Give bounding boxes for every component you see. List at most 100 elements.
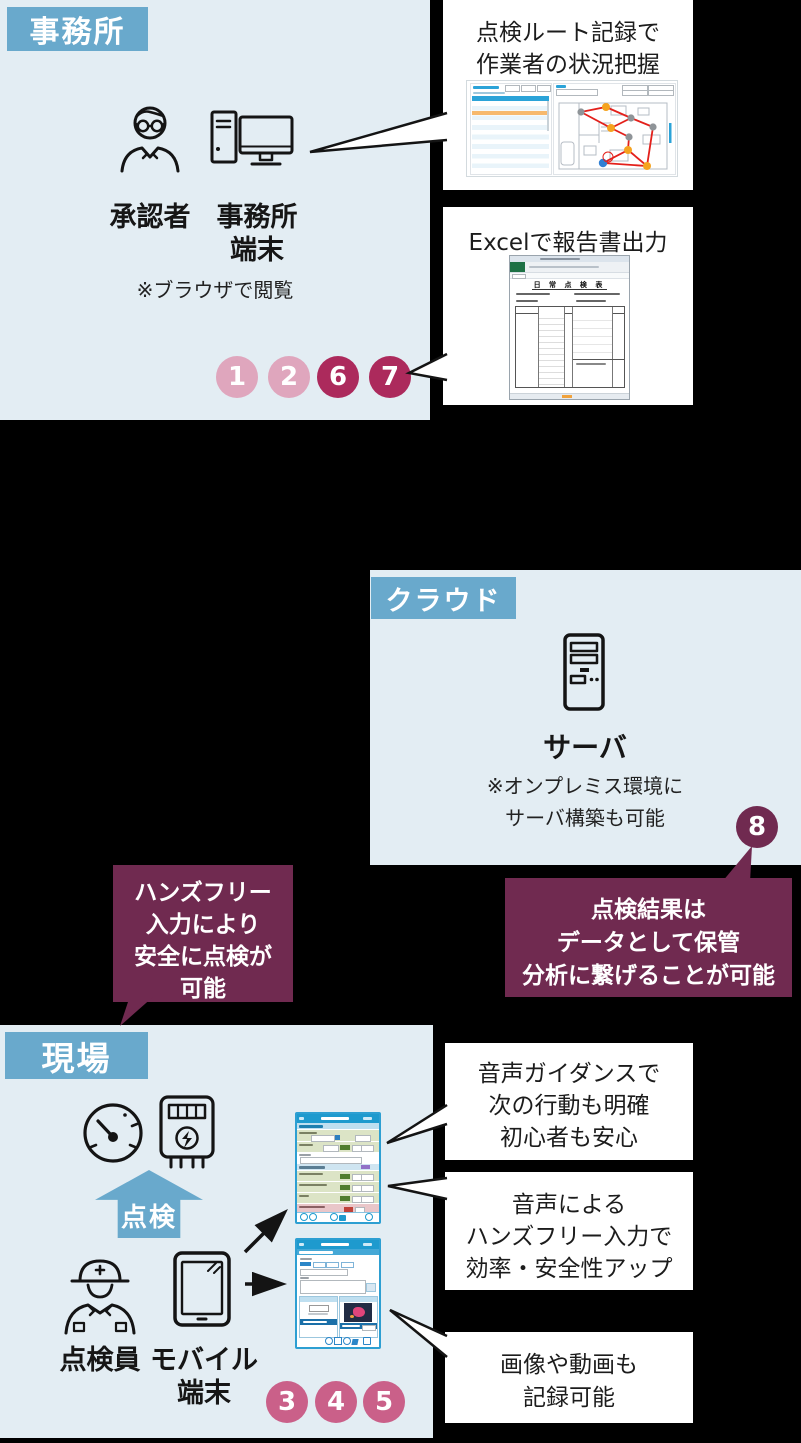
toolbar-button	[521, 85, 536, 92]
ribbon-tabs-text	[529, 266, 599, 268]
audio-panel	[299, 1296, 338, 1338]
note-line	[576, 363, 606, 365]
route-app-screenshot	[466, 80, 678, 177]
section-header-text	[299, 1166, 325, 1169]
guidance-callout-box: 音声ガイダンスで 次の行動も明確 初心者も安心	[445, 1043, 693, 1160]
sheet-info-line	[516, 300, 538, 302]
pencil-icon	[351, 1339, 359, 1345]
voice-line3: 効率・安全性アップ	[465, 1256, 673, 1282]
section-header-row	[297, 1164, 379, 1170]
data-line3: 分析に繋げることが可能	[522, 963, 775, 989]
check-row	[297, 1171, 379, 1181]
inspect-arrow-label: 点検	[120, 1203, 177, 1233]
excel-title-text	[540, 258, 580, 260]
chip	[326, 1262, 339, 1268]
cloud-note-line2: サーバ構築も可能	[505, 806, 665, 830]
table-head	[516, 307, 624, 314]
text-input	[300, 1269, 348, 1276]
step-badge-1: 1	[216, 356, 258, 398]
col-line	[572, 307, 573, 387]
handsfree-line4: 可能	[180, 976, 226, 1002]
route-table	[472, 96, 549, 173]
mobile-app-screenshot-media	[295, 1238, 381, 1349]
handsfree-callout: ハンズフリー 入力により 安全に点検が 可能	[113, 865, 293, 1002]
toolbar-icon	[365, 1212, 373, 1221]
unit-chip	[335, 1134, 340, 1140]
voice-input-callout-box: 音声による ハンズフリー入力で 効率・安全性アップ	[445, 1172, 693, 1290]
data-line2: データとして保管	[556, 930, 741, 956]
voice-line1: 音声による	[511, 1192, 627, 1218]
photo-subject	[353, 1307, 365, 1317]
caption-text	[342, 1325, 360, 1327]
toolbar-icon	[300, 1212, 308, 1221]
chip	[341, 1262, 354, 1268]
office-terminal-icon	[210, 110, 294, 166]
name-box	[512, 274, 526, 279]
step-badge-4: 4	[315, 1381, 357, 1423]
back-icon	[299, 1117, 304, 1120]
form-label	[300, 1277, 309, 1279]
back-icon	[299, 1243, 304, 1246]
value-input	[311, 1134, 335, 1142]
col-line	[538, 307, 539, 387]
status-icons	[363, 1243, 372, 1246]
gauge-icon	[83, 1103, 143, 1163]
upload-icon	[325, 1337, 333, 1345]
step-badge-7: 7	[369, 356, 411, 398]
col-line	[612, 307, 613, 387]
toolbar-button	[537, 85, 551, 92]
search-text	[473, 92, 505, 94]
mic-button	[366, 1283, 376, 1292]
subbar-text	[299, 1251, 333, 1254]
office-section-label: 事務所	[7, 7, 148, 51]
voice-line2: ハンズフリー入力で	[465, 1224, 673, 1250]
media-line1: 画像や動画も	[500, 1352, 638, 1378]
handsfree-line1: ハンズフリー	[134, 880, 272, 906]
media-line2: 記録可能	[523, 1385, 615, 1411]
sheet-info-line	[516, 293, 550, 295]
row-label	[299, 1154, 311, 1156]
field-section: 現場	[0, 1025, 433, 1438]
table-scrollbar	[547, 101, 549, 131]
sheet-info-line	[574, 293, 620, 295]
enter-button	[361, 1145, 374, 1152]
sheet-table	[515, 306, 625, 388]
memo-textarea	[300, 1280, 366, 1294]
route-callout-line1: 点検ルート記録で	[476, 20, 660, 46]
sheet-tab-indicator	[562, 395, 572, 398]
field-section-label: 現場	[5, 1032, 148, 1079]
mobile-app-screenshot-inspection	[295, 1112, 381, 1224]
guidance-line3: 初心者も安心	[500, 1125, 638, 1151]
data-storage-callout: 点検結果は データとして保管 分析に繋げることが可能	[505, 878, 792, 997]
route-list-panel	[470, 83, 552, 175]
row-label	[299, 1194, 309, 1197]
handsfree-line2: 入力により	[145, 912, 261, 938]
enter-button	[361, 1196, 374, 1203]
divider	[573, 359, 624, 360]
data-line1: 点検結果は	[591, 897, 706, 923]
row-label	[299, 1131, 317, 1134]
mobile-caption-line2: 端末	[177, 1378, 231, 1409]
photo-panel	[339, 1296, 378, 1338]
sheet-info-line	[576, 300, 606, 302]
left-rows	[539, 313, 564, 385]
terminal-caption-line2: 端末	[230, 235, 284, 266]
table-header-row	[472, 96, 549, 101]
terminal-caption-line1: 事務所	[216, 202, 298, 233]
selected-chip	[300, 1262, 311, 1266]
subbar-text	[299, 1125, 323, 1128]
server-icon	[563, 633, 605, 711]
step-badge-5: 5	[363, 1381, 405, 1423]
toolbar-icon	[330, 1212, 338, 1221]
route-callout-line2: 作業者の状況把握	[476, 52, 660, 78]
form-label	[300, 1258, 312, 1260]
enter-button	[361, 1185, 374, 1192]
panel-header	[340, 1297, 377, 1302]
bottom-toolbar	[297, 1212, 379, 1222]
cloud-note-line1: ※オンプレミス環境に	[486, 774, 684, 798]
map-button	[648, 90, 674, 96]
app-subbar	[297, 1123, 379, 1129]
row-label	[299, 1205, 325, 1208]
cloud-section: クラウド	[370, 570, 801, 865]
